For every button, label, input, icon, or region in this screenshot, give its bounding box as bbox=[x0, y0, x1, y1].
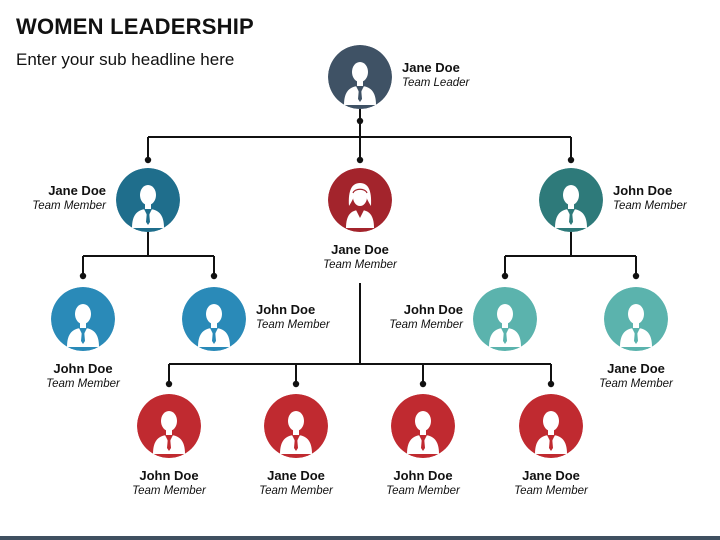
male-avatar-icon bbox=[519, 394, 583, 458]
person-role: Team Member bbox=[389, 319, 463, 332]
person-name: John Doe bbox=[53, 361, 113, 376]
page-title: WOMEN LEADERSHIP bbox=[16, 14, 254, 39]
connector-dot bbox=[165, 380, 173, 388]
connector-dot bbox=[419, 380, 427, 388]
connector-dot bbox=[567, 156, 575, 164]
male-avatar-icon bbox=[182, 287, 246, 351]
person-name: John Doe bbox=[393, 468, 453, 483]
person-name: Jane Doe bbox=[607, 361, 665, 376]
person-name: Jane Doe bbox=[402, 60, 460, 75]
person-role: Team Member bbox=[613, 200, 687, 213]
person-role: Team Member bbox=[514, 485, 588, 498]
page-subtitle: Enter your sub headline here bbox=[16, 50, 235, 69]
person-role: Team Member bbox=[132, 485, 206, 498]
person-role: Team Member bbox=[256, 319, 330, 332]
person-name: John Doe bbox=[256, 302, 316, 317]
person-role: Team Member bbox=[46, 378, 120, 391]
male-avatar-icon bbox=[473, 287, 537, 351]
connector-dot bbox=[547, 380, 555, 388]
person-name: John Doe bbox=[403, 302, 463, 317]
connector-dot bbox=[632, 272, 640, 280]
male-avatar-icon bbox=[137, 394, 201, 458]
connector-dot bbox=[79, 272, 87, 280]
connector-dot bbox=[144, 156, 152, 164]
person-name: Jane Doe bbox=[48, 183, 106, 198]
female-avatar-icon bbox=[328, 168, 392, 232]
person-name: John Doe bbox=[613, 183, 673, 198]
person-role: Team Member bbox=[32, 200, 106, 213]
person-role: Team Member bbox=[386, 485, 460, 498]
male-avatar-icon bbox=[604, 287, 668, 351]
connector-dot bbox=[356, 156, 364, 164]
person-name: Jane Doe bbox=[331, 242, 389, 257]
person-role: Team Member bbox=[599, 378, 673, 391]
connector-dot bbox=[292, 380, 300, 388]
person-name: Jane Doe bbox=[522, 468, 580, 483]
male-avatar-icon bbox=[264, 394, 328, 458]
person-role: Team Leader bbox=[402, 77, 470, 90]
connector-dot bbox=[501, 272, 509, 280]
connector-dot bbox=[210, 272, 218, 280]
footer-bar bbox=[0, 536, 720, 540]
person-name: Jane Doe bbox=[267, 468, 325, 483]
male-avatar-icon bbox=[391, 394, 455, 458]
male-avatar-icon bbox=[539, 168, 603, 232]
person-role: Team Member bbox=[323, 259, 397, 272]
male-avatar-icon bbox=[328, 45, 392, 109]
person-role: Team Member bbox=[259, 485, 333, 498]
male-avatar-icon bbox=[116, 168, 180, 232]
male-avatar-icon bbox=[51, 287, 115, 351]
person-name: John Doe bbox=[139, 468, 199, 483]
